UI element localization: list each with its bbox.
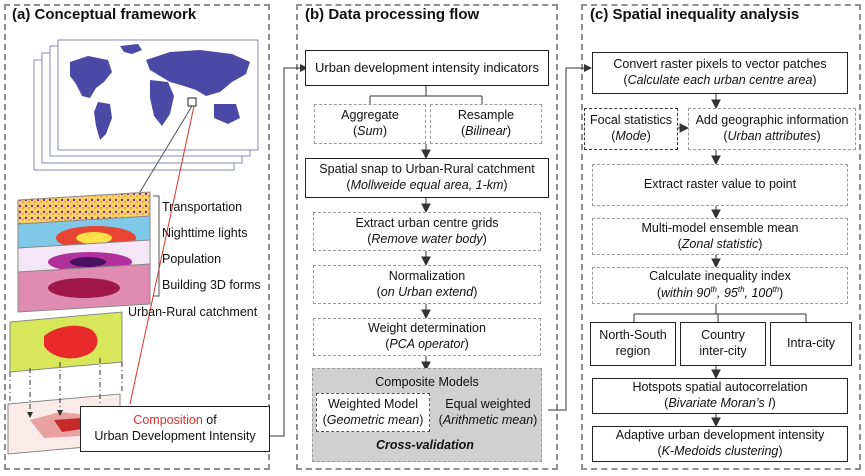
- box-intra-city: Intra-city: [770, 322, 852, 366]
- box-ensemble-mean: Multi-model ensemble mean (Zonal statist…: [592, 218, 848, 255]
- sep-95: , 95: [717, 286, 738, 301]
- box-spatial-snap: Spatial snap to Urban-Rural catchment (M…: [305, 158, 549, 198]
- box-weighted-model: Weighted Model (Geometric mean): [316, 393, 430, 432]
- box-north-south: North-South region: [590, 322, 676, 366]
- box-resample-sub: Bilinear: [465, 124, 507, 138]
- sup-th-2: th: [737, 284, 745, 294]
- within-90: within 90: [660, 286, 711, 301]
- box-country-intercity: Country inter-city: [680, 322, 766, 366]
- box-weighted-model-sub: Geometric mean: [326, 412, 420, 427]
- box-indicators: Urban development intensity indicators: [305, 50, 549, 86]
- box-focal-statistics: Focal statistics (Mode): [584, 108, 678, 150]
- box-convert-raster: Convert raster pixels to vector patches …: [592, 52, 848, 94]
- box-aggregate-text: Aggregate: [341, 108, 399, 123]
- box-country-line2: inter-city: [699, 344, 747, 358]
- sup-th-3: th: [772, 284, 780, 294]
- box-geo-sub: Urban attributes: [727, 129, 817, 143]
- box-intra-text: Intra-city: [787, 336, 835, 351]
- box-extract-urban: Extract urban centre grids (Remove water…: [313, 212, 541, 251]
- box-resample-text: Resample: [457, 108, 515, 123]
- label-urban-rural-catchment: Urban-Rural catchment: [128, 305, 258, 319]
- box-weight: Weight determination (PCA operator): [313, 318, 541, 356]
- box-hotspots-text: Hotspots spatial autocorrelation: [632, 380, 808, 395]
- box-aggregate: Aggregate (Sum): [314, 104, 426, 144]
- box-extract-raster-text: Extract raster value to point: [643, 177, 797, 192]
- box-normalization-sub: on Urban extend: [380, 284, 474, 299]
- box-normalization-text: Normalization: [388, 268, 466, 283]
- box-extract-raster: Extract raster value to point: [592, 164, 848, 206]
- box-snap-text: Spatial snap to Urban-Rural catchment: [319, 162, 535, 177]
- box-geographic-info: Add geographic information (Urban attrib…: [688, 108, 856, 150]
- box-ns-line2: region: [615, 344, 651, 358]
- box-weight-text: Weight determination: [368, 321, 486, 336]
- box-extract-sub: Remove water body: [371, 231, 483, 246]
- box-inequality-index: Calculate inequality index (within 90th,…: [592, 267, 848, 304]
- composition-box: Composition of Urban Development Intensi…: [80, 406, 270, 452]
- box-equal-weighted-text: Equal weighted: [445, 396, 531, 411]
- box-geo-text: Add geographic information: [695, 113, 849, 128]
- sup-th-1: th: [710, 284, 717, 294]
- box-ensemble-sub: Zonal statistic: [681, 236, 759, 251]
- box-equal-weighted-sub: Arithmetic mean: [442, 412, 534, 427]
- panel-a-title: (a) Conceptual framework: [12, 6, 197, 23]
- box-weighted-model-text: Weighted Model: [327, 396, 419, 411]
- box-adaptive: Adaptive urban development intensity (K-…: [592, 426, 848, 462]
- box-ns-line1: North-South: [599, 328, 667, 343]
- composition-line2: Urban Development Intensity: [94, 429, 256, 443]
- box-focal-text: Focal statistics: [590, 113, 672, 128]
- box-convert-text: Convert raster pixels to vector patches: [613, 57, 827, 72]
- composition-of: of: [202, 413, 217, 428]
- box-focal-sub: Mode: [615, 129, 647, 143]
- label-nighttime-lights: Nighttime lights: [162, 226, 248, 240]
- box-inequality-text: Calculate inequality index: [649, 269, 791, 284]
- label-population: Population: [162, 252, 222, 266]
- box-aggregate-sub: Sum: [357, 124, 383, 138]
- box-adaptive-text: Adaptive urban development intensity: [615, 428, 825, 443]
- box-snap-sub: Mollweide equal area, 1-km: [350, 178, 504, 192]
- label-building-3d-forms: Building 3D forms: [162, 278, 261, 292]
- box-adaptive-sub: K-Medoids clustering: [661, 444, 779, 458]
- box-normalization: Normalization (on Urban extend): [313, 265, 541, 304]
- sep-100: , 100: [744, 286, 773, 301]
- box-weight-sub: PCA operator: [389, 337, 465, 351]
- panel-c-title: (c) Spatial inequality analysis: [590, 6, 800, 23]
- panel-conceptual-framework: [4, 4, 270, 470]
- box-resample: Resample (Bilinear): [430, 104, 542, 144]
- box-country-line1: Country: [701, 328, 745, 343]
- box-equal-weighted: Equal weighted (Arithmetic mean): [438, 396, 538, 427]
- panel-b-title: (b) Data processing flow: [305, 6, 480, 23]
- composition-word: Composition: [133, 413, 203, 428]
- box-indicators-text: Urban development intensity indicators: [314, 59, 539, 75]
- box-hotspots-sub: Bivariate Moran’s I: [668, 396, 772, 410]
- box-hotspots: Hotspots spatial autocorrelation (Bivari…: [592, 378, 848, 414]
- box-convert-sub: Calculate each urban centre area: [627, 73, 813, 87]
- cross-validation-label: Cross-validation: [376, 438, 474, 452]
- box-extract-text: Extract urban centre grids: [355, 215, 499, 230]
- box-composite-text: Composite Models: [375, 375, 479, 389]
- box-ensemble-text: Multi-model ensemble mean: [641, 220, 799, 235]
- label-transportation: Transportation: [162, 200, 243, 214]
